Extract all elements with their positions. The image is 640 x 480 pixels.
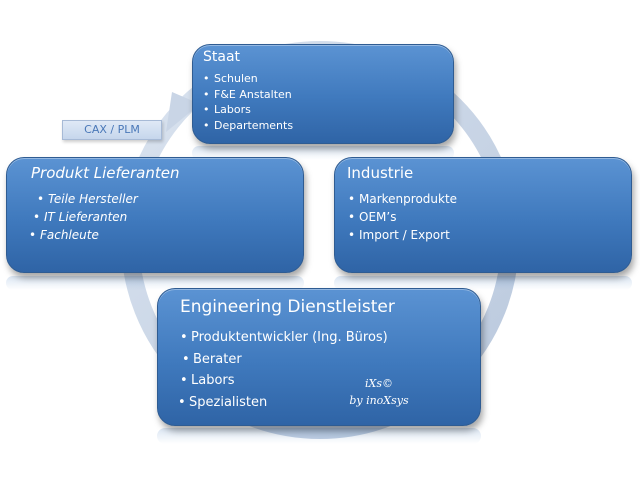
list-item: Berater — [180, 349, 388, 371]
box-reflection-staat — [192, 146, 454, 160]
cycle-arrow-head — [166, 92, 200, 132]
produkt-lieferanten-list: Teile Hersteller IT Lieferanten Fachleut… — [29, 190, 138, 244]
staat-list: Schulen F&E Anstalten Labors Departement… — [203, 71, 293, 133]
list-item: OEM’s — [348, 208, 457, 226]
list-item: Labors — [180, 370, 388, 392]
produkt-lieferanten-title: Produkt Lieferanten — [31, 164, 180, 182]
list-item: Import / Export — [348, 226, 457, 244]
box-reflection-engineering — [157, 428, 481, 444]
cax-plm-tag: CAX / PLM — [62, 120, 162, 140]
list-item: Schulen — [203, 71, 293, 87]
logo-byline: by inoXsys — [349, 394, 409, 407]
engineering-dienstleister-title: Engineering Dienstleister — [180, 297, 395, 317]
engineering-dienstleister-list: Produktentwickler (Ing. Büros) Berater L… — [180, 327, 388, 413]
list-item: IT Lieferanten — [29, 208, 138, 226]
list-item: Produktentwickler (Ing. Büros) — [180, 327, 388, 349]
list-item: Departements — [203, 118, 293, 134]
industrie-box: Industrie Markenprodukte OEM’s Import / … — [334, 157, 632, 273]
logo-name: iXs© — [365, 377, 393, 390]
produkt-lieferanten-box: Produkt Lieferanten Teile Hersteller IT … — [6, 157, 304, 273]
list-item: Spezialisten — [178, 392, 388, 414]
list-item: Fachleute — [29, 226, 138, 244]
staat-title: Staat — [203, 49, 241, 65]
list-item: Labors — [203, 102, 293, 118]
list-item: Teile Hersteller — [29, 190, 138, 208]
box-reflection-produkt — [6, 276, 304, 290]
staat-box: Staat Schulen F&E Anstalten Labors Depar… — [192, 44, 454, 144]
industrie-title: Industrie — [347, 164, 414, 182]
list-item: Markenprodukte — [348, 190, 457, 208]
list-item: F&E Anstalten — [203, 87, 293, 103]
inoxsys-logo: iXs© by inoXsys — [334, 377, 424, 417]
engineering-dienstleister-box: Engineering Dienstleister Produktentwick… — [157, 288, 481, 426]
box-reflection-industrie — [334, 276, 632, 290]
industrie-list: Markenprodukte OEM’s Import / Export — [348, 190, 457, 244]
